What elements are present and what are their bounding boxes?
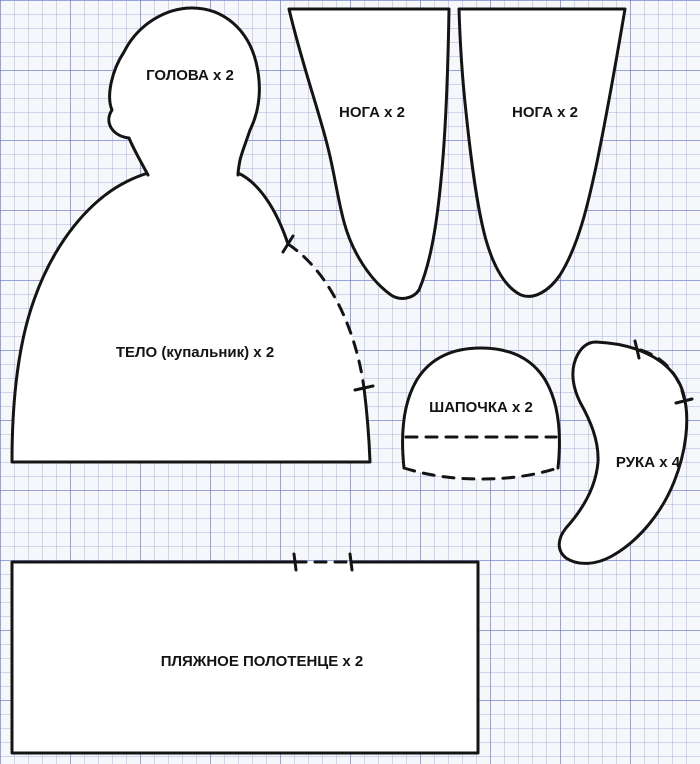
- head-outline: [107, 6, 261, 177]
- body-notch-bottom: [353, 384, 375, 392]
- body-label: ТЕЛО (купальник) x 2: [116, 344, 274, 361]
- leg-right-shape: [459, 9, 625, 297]
- piece-leg-left: НОГА x 2: [287, 7, 451, 300]
- body-outline-dashed: [286, 242, 366, 390]
- body-outline-solid: [10, 171, 372, 464]
- leg-left-shape: [289, 9, 449, 299]
- piece-head: ГОЛОВА x 2: [107, 6, 261, 177]
- arm-shape: [559, 342, 687, 564]
- cap-bottom-dashed: [402, 466, 560, 481]
- piece-arm: РУКА x 4: [557, 339, 694, 565]
- leg-right-outline: [457, 7, 627, 298]
- cap-outline-solid: [401, 346, 561, 470]
- cap-shape: [402, 348, 560, 479]
- head-label: ГОЛОВА x 2: [146, 67, 234, 84]
- cap-label: ШАПОЧКА x 2: [429, 399, 533, 416]
- piece-body: ТЕЛО (купальник) x 2: [10, 171, 375, 464]
- arm-outline: [557, 340, 689, 565]
- body-shape: [12, 173, 370, 462]
- arm-label: РУКА x 4: [616, 454, 681, 471]
- leg-left-outline: [287, 7, 451, 300]
- piece-leg-right: НОГА x 2: [457, 7, 627, 298]
- piece-cap: ШАПОЧКА x 2: [401, 346, 561, 481]
- body-notch-top: [281, 234, 295, 254]
- leg-left-label: НОГА x 2: [339, 104, 405, 121]
- arm-outline-dashed: [639, 348, 686, 400]
- towel-label: ПЛЯЖНОЕ ПОЛОТЕНЦЕ x 2: [161, 653, 364, 670]
- towel-notch-right: [348, 552, 354, 572]
- leg-right-label: НОГА x 2: [512, 104, 578, 121]
- arm-notch-top: [633, 339, 641, 360]
- arm-notch-side: [674, 397, 694, 405]
- towel-shape: [12, 562, 478, 753]
- towel-outline-solid: [10, 560, 480, 755]
- towel-notch-left: [292, 552, 298, 572]
- head-shape: [108, 8, 260, 175]
- piece-towel: ПЛЯЖНОЕ ПОЛОТЕНЦЕ x 2: [10, 552, 480, 755]
